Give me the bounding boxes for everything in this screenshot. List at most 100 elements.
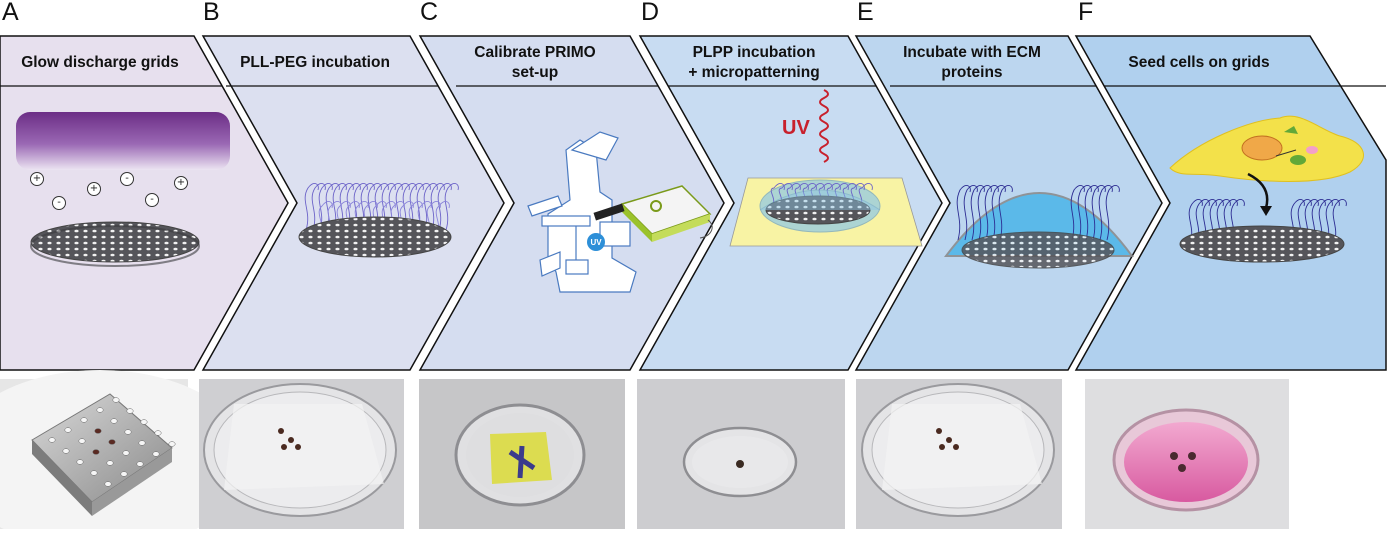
peg-chain	[381, 183, 396, 231]
holder-well	[78, 438, 86, 444]
panel-b-chevron	[201, 35, 505, 371]
panel-b-letter: B	[203, 0, 220, 26]
peg-chain	[1202, 199, 1217, 245]
peg-chain	[395, 183, 410, 231]
panel-f-letter: F	[1078, 0, 1094, 26]
holder-well	[138, 440, 146, 446]
holder-well	[152, 451, 160, 457]
holder-well	[112, 397, 120, 403]
holder-well	[140, 419, 148, 425]
holder-well	[168, 441, 176, 447]
holder-well	[104, 481, 112, 487]
peg-chain	[1195, 199, 1210, 245]
panel-f-title: Seed cells on grids	[1128, 54, 1270, 71]
holder-well	[48, 437, 56, 443]
cell-illustration	[1169, 115, 1364, 182]
peg-chain	[423, 183, 438, 231]
photo-a	[0, 370, 250, 534]
panel-e-title: Incubate with ECM proteins	[903, 44, 1041, 81]
peg-chain	[956, 185, 971, 241]
holder-well	[126, 408, 134, 414]
holder-well	[62, 448, 70, 454]
em-grid-e	[961, 231, 1115, 269]
charge-symbol: -	[145, 193, 159, 207]
uv-wave	[819, 89, 829, 163]
em-grid-b	[298, 216, 452, 258]
peg-chain	[311, 183, 326, 231]
holder-well	[76, 459, 84, 465]
holder-well	[94, 428, 102, 434]
holder-well	[64, 427, 72, 433]
em-grid-f	[1179, 225, 1345, 263]
charge-symbol: -	[120, 172, 134, 186]
peg-chain	[991, 185, 1006, 241]
charge-symbol: +	[87, 182, 101, 196]
peg-chain	[402, 183, 417, 231]
peg-chain	[1084, 185, 1099, 241]
peg-chain	[1325, 199, 1340, 245]
panel-a-letter: A	[2, 0, 19, 26]
holder-well	[106, 460, 114, 466]
peg-chain	[858, 183, 873, 207]
charge-symbol: +	[30, 172, 44, 186]
panel-f-chevron	[1074, 35, 1387, 371]
peg-chain	[374, 183, 389, 231]
panel-d-letter: D	[641, 0, 660, 26]
peg-chain	[998, 185, 1013, 241]
peg-chain	[304, 183, 319, 231]
holder-well	[92, 449, 100, 455]
peg-chains-b	[304, 183, 459, 237]
peg-chain	[367, 183, 382, 231]
peg-chain	[1105, 185, 1120, 241]
uv-label: UV	[782, 117, 810, 139]
peg-chain	[416, 183, 431, 231]
holder-well	[120, 471, 128, 477]
peg-chain	[1318, 199, 1333, 245]
holder-well	[80, 417, 88, 423]
peg-chain	[430, 183, 445, 231]
holder-well	[124, 429, 132, 435]
peg-chain	[435, 201, 450, 237]
photo-f	[1085, 379, 1289, 529]
holder-well	[96, 407, 104, 413]
panel-a-title: Glow discharge grids	[21, 54, 179, 71]
peg-chain	[360, 183, 375, 231]
peg-chain	[332, 183, 347, 231]
microscope-illustration	[527, 131, 637, 293]
peg-chain	[1188, 199, 1203, 245]
em-grid-d	[765, 195, 871, 225]
panel-c-letter: C	[420, 0, 439, 26]
peg-chains-e	[956, 185, 1120, 241]
panel-c-title: Calibrate PRIMO set-up	[474, 44, 596, 81]
peg-chain	[1091, 185, 1106, 241]
peg-chain	[437, 183, 452, 231]
holder-well	[108, 439, 116, 445]
panel-b-title: PLL-PEG incubation	[240, 54, 390, 71]
photo-c	[419, 379, 625, 529]
peg-chain	[984, 185, 999, 241]
peg-chain	[970, 185, 985, 241]
peg-chain	[1332, 199, 1347, 245]
holder-well	[154, 430, 162, 436]
peg-chain	[346, 183, 361, 231]
peg-chain	[318, 183, 333, 231]
panel-e-letter: E	[857, 0, 874, 26]
charge-symbol: +	[174, 176, 188, 190]
peg-chain	[1070, 185, 1085, 241]
photo-e	[856, 379, 1062, 529]
holder-well	[136, 461, 144, 467]
panel-d-title: PLPP incubation + micropatterning	[688, 44, 820, 81]
plasma-glow	[16, 112, 230, 170]
photo-b	[199, 379, 404, 529]
holder-well	[90, 470, 98, 476]
peg-chain	[339, 183, 354, 231]
peg-chain	[353, 183, 368, 231]
peg-chain	[409, 183, 424, 231]
holder-well	[110, 418, 118, 424]
em-grid-a	[30, 221, 200, 263]
charge-symbol: -	[52, 196, 66, 210]
peg-chain	[444, 183, 459, 231]
peg-chain	[963, 185, 978, 241]
